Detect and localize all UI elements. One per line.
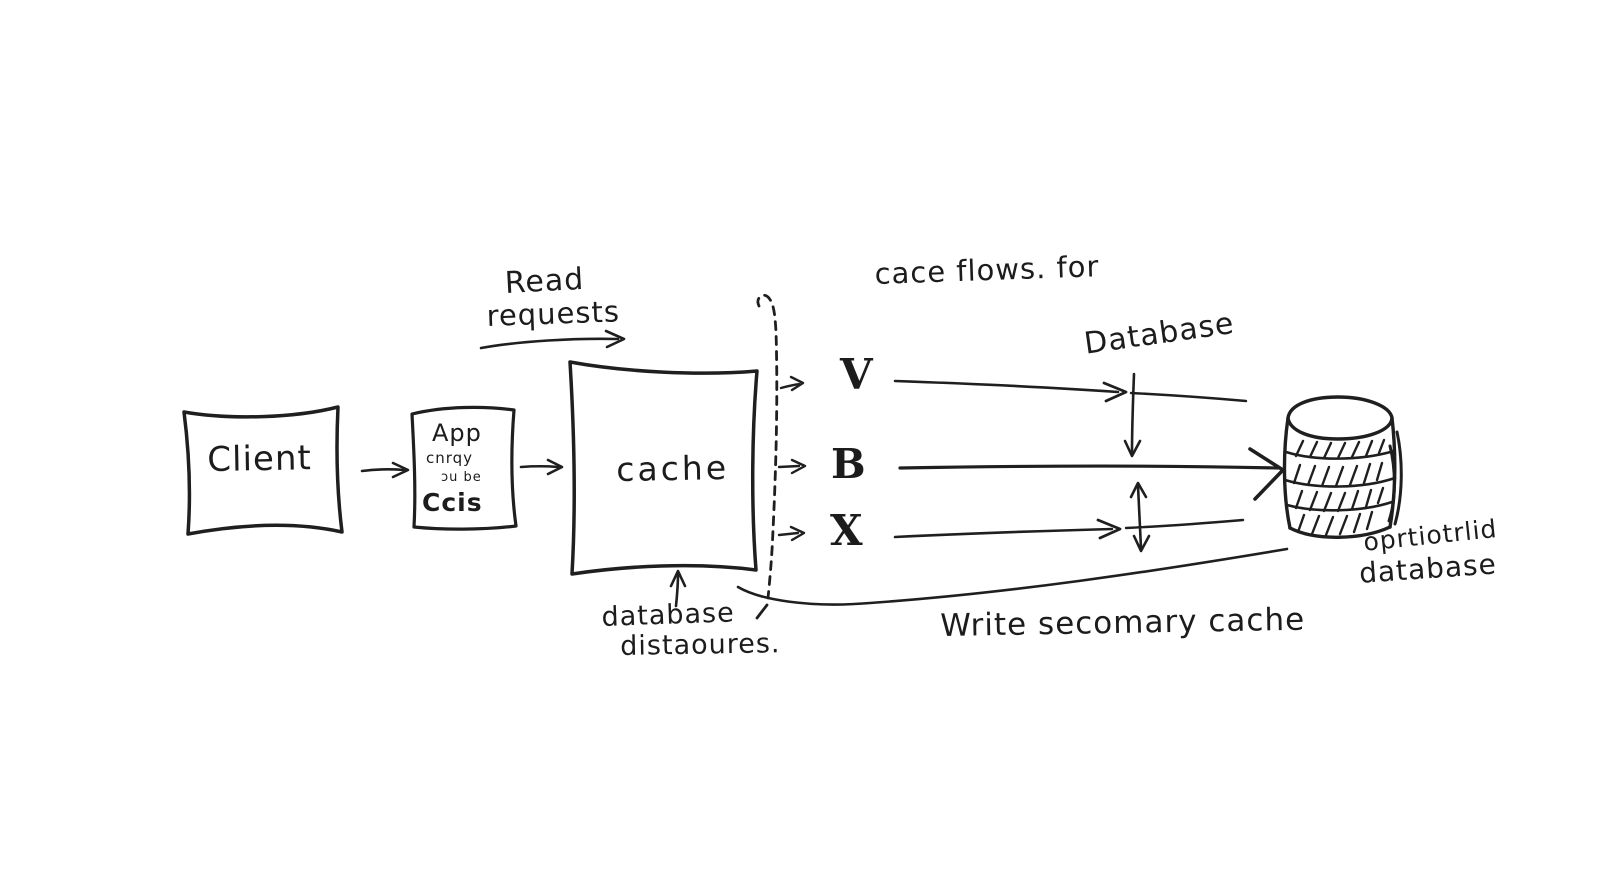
below-cache-line2: distaoures.	[620, 628, 781, 662]
vertical-double-arrow	[1129, 481, 1151, 553]
flow-line-row3	[893, 518, 1245, 540]
vertical-arrow-down	[1123, 372, 1142, 458]
cylinder-hatching	[1292, 438, 1386, 537]
write-secondary-note: Write secomary cache	[940, 601, 1306, 644]
flow-line-row2	[898, 447, 1285, 501]
flow-letter-1: V	[840, 350, 874, 399]
app-box-outline	[410, 405, 518, 531]
flow-line-row1	[893, 379, 1248, 403]
cylinder-left-side	[1282, 416, 1292, 530]
cylinder-band-2	[1283, 476, 1397, 488]
apostrophe-tick	[755, 603, 769, 620]
branch-arrow-middle	[777, 458, 807, 475]
branch-arrow-bottom	[777, 525, 806, 542]
dashed-branch-line	[756, 293, 779, 600]
app-label-line1: App	[432, 419, 482, 447]
client-label: Client	[207, 438, 313, 480]
cache-label: cache	[616, 448, 730, 489]
client-box-outline	[182, 405, 344, 536]
flow-letter-2: B	[831, 440, 867, 488]
arrow-app-cache	[519, 458, 564, 476]
write-back-curve	[736, 547, 1289, 606]
arrow-client-app	[360, 461, 410, 479]
flow-letter-3: X	[830, 506, 864, 555]
app-label-line3: ɔu be	[441, 470, 482, 485]
app-label-line2: cnrqy	[426, 449, 474, 467]
cylinder-top-ellipse	[1286, 395, 1394, 441]
branch-arrow-top	[779, 375, 805, 392]
cylinder-right-shadow	[1387, 430, 1403, 526]
read-requests-arrow	[479, 329, 626, 350]
app-label-line4: Ccis	[422, 488, 483, 517]
below-cache-line1: database	[601, 597, 736, 633]
cache-box-outline	[568, 360, 759, 576]
read-requests-line2: requests	[486, 294, 621, 333]
cache-bottom-arrow	[669, 569, 687, 608]
database-cylinder	[1282, 395, 1403, 539]
